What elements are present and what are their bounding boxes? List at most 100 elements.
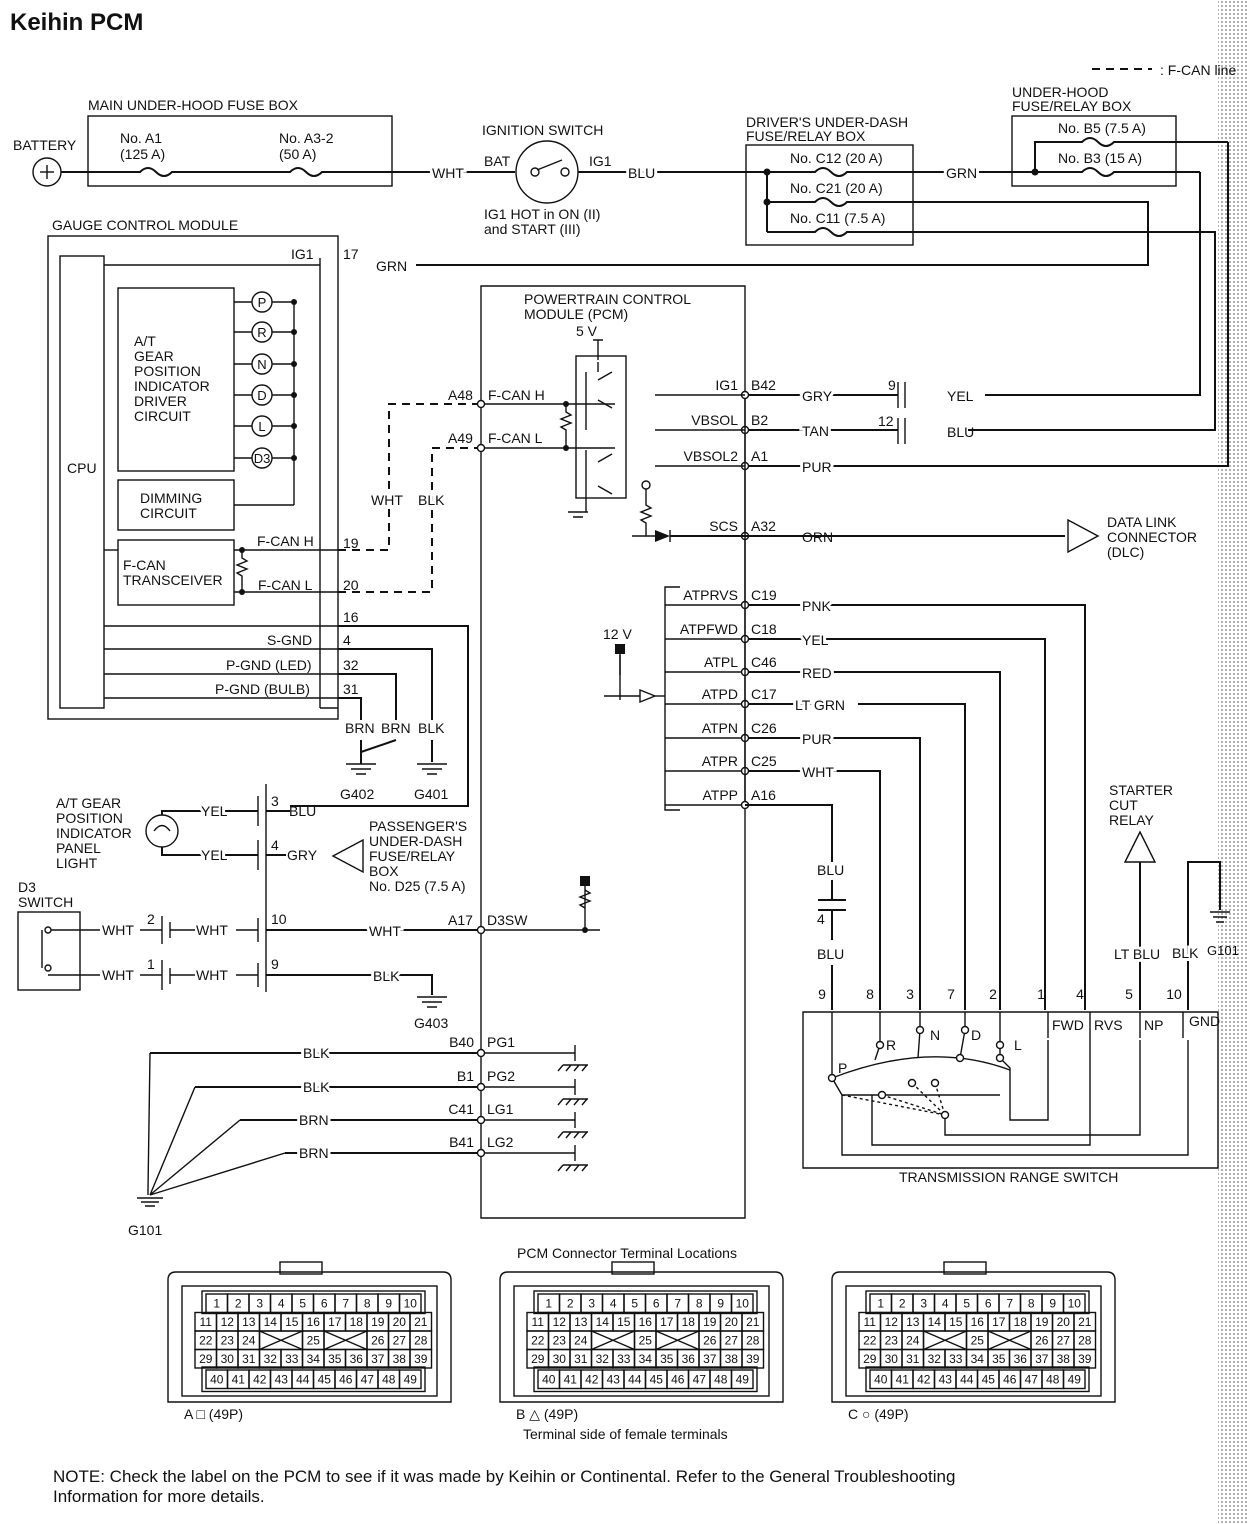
pcm-module: POWERTRAIN CONTROL MODULE (PCM) 5 V F-CA… [476,285,746,1219]
trs-pin-9: 9 [818,986,826,1002]
panel-light-label-1: A/T GEAR [56,795,121,811]
pcm-ground-signal: PG2 [487,1068,515,1084]
pcm-ground-signal: LG1 [487,1101,514,1117]
terminal-number: 5 [299,1297,306,1311]
terminal-number: 21 [414,1315,428,1329]
gear-led-label: R [257,325,266,340]
terminal-number: 38 [725,1352,739,1366]
pcm-ground-signal: PG1 [487,1034,515,1050]
terminal-number: 8 [364,1297,371,1311]
fuse-c11: No. C11 (7.5 A) [790,210,885,226]
g403-label: G403 [414,1015,448,1031]
trs-pos-r: R [886,1037,896,1053]
driver-label-4: INDICATOR [134,378,210,394]
conn-pin-9: 9 [888,377,896,393]
terminal-number: 14 [596,1315,610,1329]
terminal-number: 6 [653,1297,660,1311]
connector-c-label: C ○ (49P) [848,1406,909,1422]
trs-conn-pin-4: 4 [817,911,825,927]
pcm-signal-vbsol: VBSOL [691,412,738,428]
terminal-number: 20 [393,1315,407,1329]
fcan-label-1: F-CAN [123,557,166,573]
terminal-number: 3 [256,1297,263,1311]
terminal-number: 10 [404,1297,418,1311]
trs-col-gnd: GND [1189,1013,1220,1029]
terminal-cell [409,1348,433,1369]
pin-32: 32 [343,657,359,673]
terminal-number: 24 [906,1334,920,1348]
pcm-pin-label: C18 [751,621,777,637]
terminal-number: 39 [746,1352,760,1366]
terminal-number: 33 [285,1352,299,1366]
trs-pin-3: 3 [906,986,914,1002]
terminal-number: 32 [596,1352,610,1366]
terminal-number: 16 [307,1315,321,1329]
terminal-number: 41 [232,1373,246,1387]
passenger-fuse-box: PASSENGER'S UNDER-DASH FUSE/RELAY BOX No… [369,818,467,894]
page-title: Keihin PCM [10,9,143,36]
wire-color-label: PNK [802,598,831,614]
terminal-cell [730,1369,754,1390]
terminal-number: 36 [350,1352,364,1366]
g403-blk-label: BLK [373,968,400,984]
trs-col-np: NP [1144,1017,1163,1033]
panel-light: A/T GEAR POSITION INDICATOR PANEL LIGHT [56,795,258,871]
underhood-box-title-1: UNDER-HOOD [1012,84,1108,100]
wire-color-label: GRY [802,388,833,404]
pcm-pin-label: A32 [751,518,776,534]
terminal-number: 30 [221,1352,235,1366]
terminal-number: 32 [928,1352,942,1366]
pcm-title-2: MODULE (PCM) [524,306,628,322]
panel-light-label-3: INDICATOR [56,825,132,841]
pcm-12v-label: 12 V [603,626,632,642]
pin-17: 17 [343,246,359,262]
pcm-pin-label: C26 [751,720,777,736]
trs-pin-2: 2 [989,986,997,1002]
terminal-number: 49 [1068,1373,1082,1387]
note-line-1: NOTE: Check the label on the PCM to see … [53,1467,955,1486]
terminal-number: 41 [564,1373,578,1387]
wire-color-label: RED [802,665,832,681]
pin-16: 16 [343,609,359,625]
terminal-number: 45 [650,1373,664,1387]
pin-20: 20 [343,577,359,593]
pcm-signal-atpn: ATPN [702,720,738,736]
terminal-number: 13 [574,1315,588,1329]
terminal-number: 9 [717,1297,724,1311]
conn-pin-3: 3 [271,793,279,809]
pcm-signal-vbsol2: VBSOL2 [684,448,739,464]
terminal-number: 7 [674,1297,681,1311]
passenger-label-3: FUSE/RELAY [369,848,456,864]
terminal-number: 23 [885,1334,899,1348]
fuse-c12: No. C12 (20 A) [790,150,883,166]
terminal-number: 14 [264,1315,278,1329]
terminal-number: 47 [361,1373,375,1387]
passenger-label-5: No. D25 (7.5 A) [369,878,466,894]
ground-g402: G402 [340,760,376,802]
wire-lt-blu: LT BLU [1114,946,1160,962]
trs-pos-p: P [838,1060,847,1076]
terminal-number: 18 [682,1315,696,1329]
panel-yel-1: YEL [201,803,228,819]
pcm-pin-label: C46 [751,654,777,670]
starter-label-2: CUT [1109,797,1138,813]
terminal-number: 7 [1006,1297,1013,1311]
drivers-fuse-box: DRIVER'S UNDER-DASH FUSE/RELAY BOX No. C… [745,114,914,246]
terminal-number: 45 [982,1373,996,1387]
ground-g401: G401 [414,763,448,802]
pcm-pin-label: B2 [751,412,768,428]
d3-wht-3: WHT [196,922,228,938]
trs-title: TRANSMISSION RANGE SWITCH [899,1169,1118,1185]
gear-led-n [251,353,273,375]
terminal-number: 40 [874,1373,888,1387]
terminal-number: 28 [746,1334,760,1348]
wire-blu-underhood: BLU [947,424,974,440]
driver-label-1: A/T [134,333,156,349]
fuse-a3-2-label: No. A3-2 [279,130,334,146]
terminal-number: 4 [278,1297,285,1311]
gcm-title: GAUGE CONTROL MODULE [52,217,238,233]
terminal-number: 22 [531,1334,545,1348]
fuse-a1-rating: (125 A) [120,146,165,162]
